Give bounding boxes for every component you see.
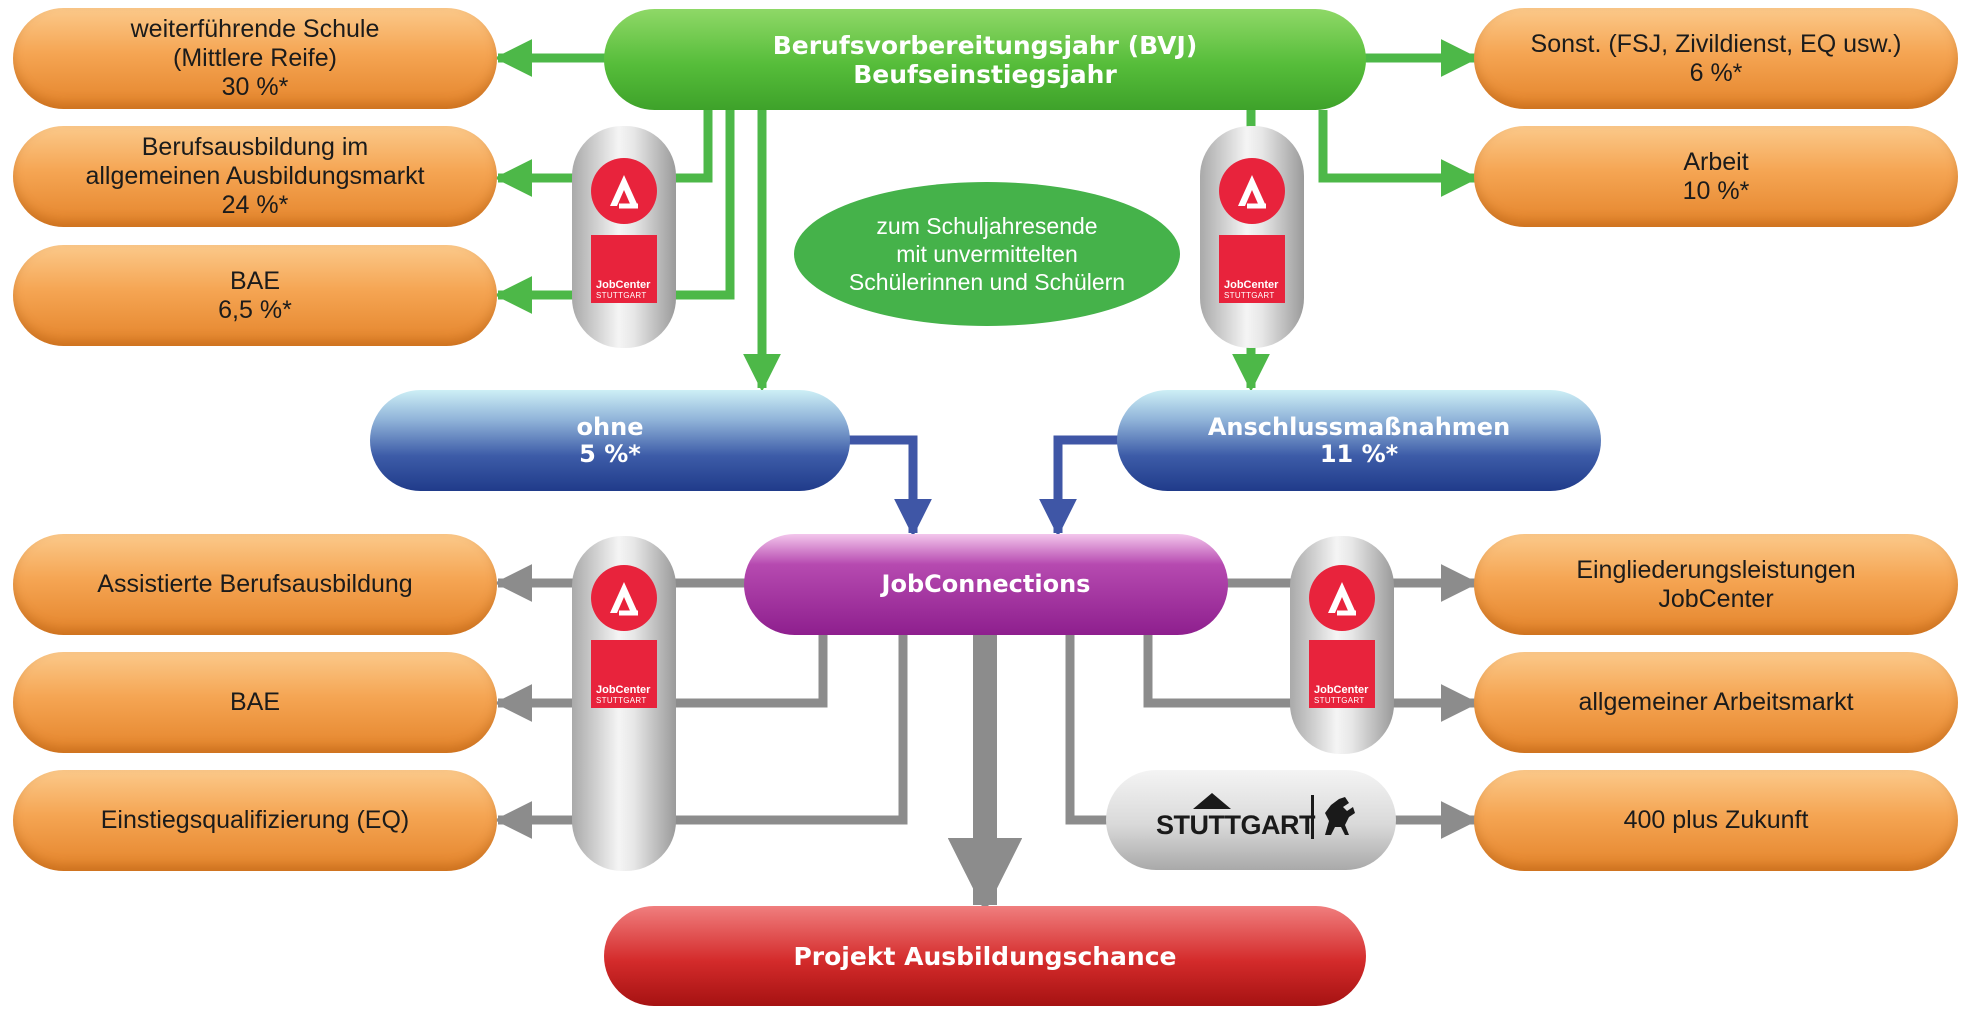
outcome-label: Arbeit — [1683, 147, 1749, 176]
blue-arrows — [848, 435, 1118, 537]
outcome-einstiegsqualifizierung: Einstiegsqualifizierung (EQ) — [13, 770, 497, 871]
projekt-box: Projekt Ausbildungschance — [604, 906, 1366, 1006]
outcome-label: allgemeiner Arbeitsmarkt — [1578, 688, 1854, 716]
bvj-subtitle: Beufseinstiegsjahr — [853, 59, 1117, 89]
outcome-label: Eingliederungsleistungen — [1576, 555, 1856, 584]
anschluss-percent: 11 %* — [1319, 439, 1399, 468]
anschlussmassnahmen-box: Anschlussmaßnahmen 11 %* — [1117, 390, 1601, 491]
outcome-sonstiges: Sonst. (FSJ, Zivildienst, EQ usw.) 6 %* — [1474, 8, 1958, 109]
note-line: mit unvermittelten — [896, 241, 1078, 267]
outcome-weiterfuehrende-schule: weiterführende Schule (Mittlere Reife) 3… — [13, 8, 497, 109]
bvj-title: Berufsvorbereitungsjahr (BVJ) — [772, 30, 1198, 60]
outcome-eingliederungsleistungen: Eingliederungsleistungen JobCenter — [1474, 534, 1958, 635]
arbeitsagentur-logo-icon — [591, 158, 657, 224]
jobconnections-box: JobConnections — [744, 534, 1228, 635]
outcome-label: Berufsausbildung im — [141, 133, 369, 161]
outcome-400-plus-zukunft: 400 plus Zukunft — [1474, 770, 1958, 871]
logo-divider — [1311, 795, 1314, 839]
note-line: Schülerinnen und Schülern — [848, 269, 1126, 295]
arbeitsagentur-logo-icon — [1219, 158, 1285, 224]
outcome-label: Assistierte Berufsausbildung — [97, 570, 413, 598]
outcome-label: Sonst. (FSJ, Zivildienst, EQ usw.) — [1530, 29, 1902, 58]
stuttgart-logo-box — [1106, 770, 1396, 870]
outcome-bae-lower: BAE — [13, 652, 497, 753]
outcome-percent: 24 %* — [221, 191, 289, 219]
outcome-label: BAE — [229, 266, 281, 295]
arbeitsagentur-logo-icon — [591, 565, 657, 631]
outcome-assistierte-berufsausbildung: Assistierte Berufsausbildung — [13, 534, 497, 635]
anschluss-label: Anschlussmaßnahmen — [1207, 412, 1511, 441]
outcome-label: weiterführende Schule — [130, 15, 380, 43]
outcome-arbeitsmarkt: allgemeiner Arbeitsmarkt — [1474, 652, 1958, 753]
stuttgart-wordmark: STUTTGART — [1156, 810, 1315, 840]
outcome-arbeit: Arbeit 10 %* — [1474, 126, 1958, 227]
outcome-bae-upper: BAE 6,5 %* — [13, 245, 497, 346]
note-ellipse: zum Schuljahresende mit unvermittelten S… — [794, 182, 1180, 326]
jobconnections-label: JobConnections — [881, 570, 1091, 598]
outcome-label: JobCenter — [1658, 584, 1774, 613]
bvj-box: Berufsvorbereitungsjahr (BVJ) Beufseinst… — [604, 9, 1366, 110]
outcome-percent: 10 %* — [1682, 176, 1750, 205]
note-line: zum Schuljahresende — [876, 213, 1098, 239]
outcome-berufsausbildung: Berufsausbildung im allgemeinen Ausbildu… — [13, 126, 497, 227]
outcome-label: Einstiegsqualifizierung (EQ) — [100, 806, 410, 834]
projekt-label: Projekt Ausbildungschance — [793, 941, 1177, 971]
outcome-label: (Mittlere Reife) — [173, 44, 337, 72]
outcome-percent: 30 %* — [221, 73, 289, 101]
horse-icon — [1325, 797, 1355, 835]
ohne-box: ohne 5 %* — [370, 390, 850, 491]
outcome-percent: 6,5 %* — [218, 295, 292, 324]
outcome-percent: 6 %* — [1689, 58, 1743, 87]
ohne-percent: 5 %* — [579, 439, 641, 468]
outcome-label: BAE — [229, 688, 281, 716]
stuttgart-city-logo-icon — [1193, 793, 1231, 809]
outcome-label: allgemeinen Ausbildungsmarkt — [85, 162, 425, 190]
outcome-label: 400 plus Zukunft — [1623, 806, 1809, 834]
ohne-label: ohne — [576, 412, 644, 441]
arbeitsagentur-logo-icon — [1309, 565, 1375, 631]
